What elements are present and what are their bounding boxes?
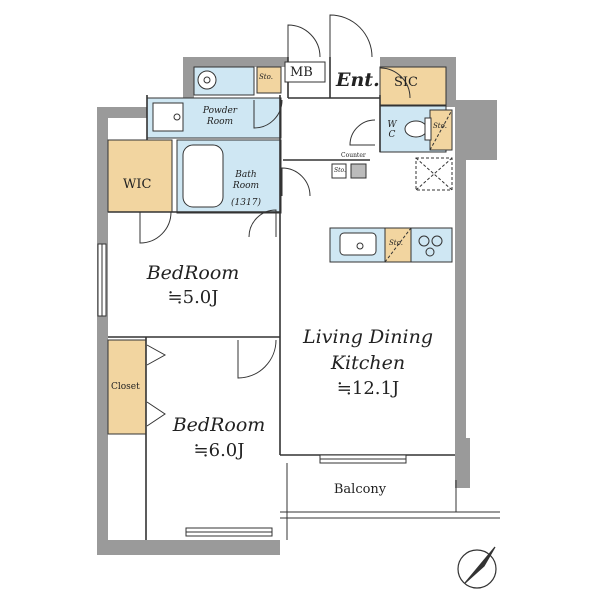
label-sto-counter: Sto. xyxy=(334,167,346,174)
label-entrance: Ent. xyxy=(336,69,380,91)
wall-top-left xyxy=(97,107,147,118)
door-bedroom-1 xyxy=(248,209,277,238)
fixtures xyxy=(152,70,453,263)
counter-box xyxy=(350,163,367,179)
door-wic xyxy=(139,211,172,244)
label-bedroom-2-area: ≒6.0J xyxy=(193,440,245,461)
sink-icon xyxy=(197,70,217,90)
sink-icon xyxy=(152,102,184,132)
door-mb xyxy=(287,24,321,58)
door-sic xyxy=(379,67,411,99)
north-arrow-icon xyxy=(457,546,497,589)
door-wc xyxy=(349,119,376,146)
sink-icon xyxy=(339,232,377,256)
windows xyxy=(97,243,407,537)
label-bedroom-2: BedRoom xyxy=(172,414,266,436)
label-wic: WIC xyxy=(123,177,152,192)
label-sto-wc: Sto. xyxy=(433,122,447,130)
label-powder-room: Powder Room xyxy=(202,106,238,128)
label-closet: Closet xyxy=(111,382,140,392)
label-ldk-area: ≒12.1J xyxy=(336,378,400,399)
sic xyxy=(379,66,447,106)
wic xyxy=(107,139,173,213)
sto-counter-box xyxy=(331,163,347,179)
door-powder xyxy=(253,99,283,129)
closet-doors xyxy=(146,344,167,427)
door-entrance xyxy=(329,14,373,58)
mb-box xyxy=(284,61,326,83)
stove-icon xyxy=(418,235,443,257)
label-sic: SIC xyxy=(394,75,418,90)
label-ldk-line2: Kitchen xyxy=(330,352,406,374)
label-bath-code: (1317) xyxy=(231,198,261,208)
label-wc: W C xyxy=(387,120,397,141)
label-counter: Counter xyxy=(341,152,366,159)
sto-entry xyxy=(256,66,282,94)
label-bedroom-1: BedRoom xyxy=(146,262,240,284)
label-sto-entry: Sto. xyxy=(259,73,273,81)
wall-top-right xyxy=(380,57,455,67)
wall-top xyxy=(183,57,288,67)
label-sto-kitchen: Sto. xyxy=(389,239,403,247)
label-bedroom-1-area: ≒5.0J xyxy=(167,287,219,308)
label-bath-room: Bath Room xyxy=(232,170,260,191)
toilet-icon xyxy=(404,117,432,141)
storage-areas xyxy=(107,66,453,435)
bathtub-icon xyxy=(182,144,224,208)
label-mb: MB xyxy=(290,65,313,80)
wall-right xyxy=(455,100,466,485)
label-ldk-line1: Living Dining xyxy=(303,326,433,348)
doors xyxy=(139,14,411,379)
door-bedroom-2 xyxy=(237,339,277,379)
wall-top-jog xyxy=(183,57,194,117)
door-bath xyxy=(281,167,311,197)
wall-left xyxy=(97,107,108,555)
washer-pan-icon xyxy=(415,157,453,191)
closet xyxy=(107,339,147,435)
label-balcony: Balcony xyxy=(333,482,387,497)
wall-top-right-side xyxy=(446,57,456,107)
balcony-area xyxy=(280,463,500,540)
